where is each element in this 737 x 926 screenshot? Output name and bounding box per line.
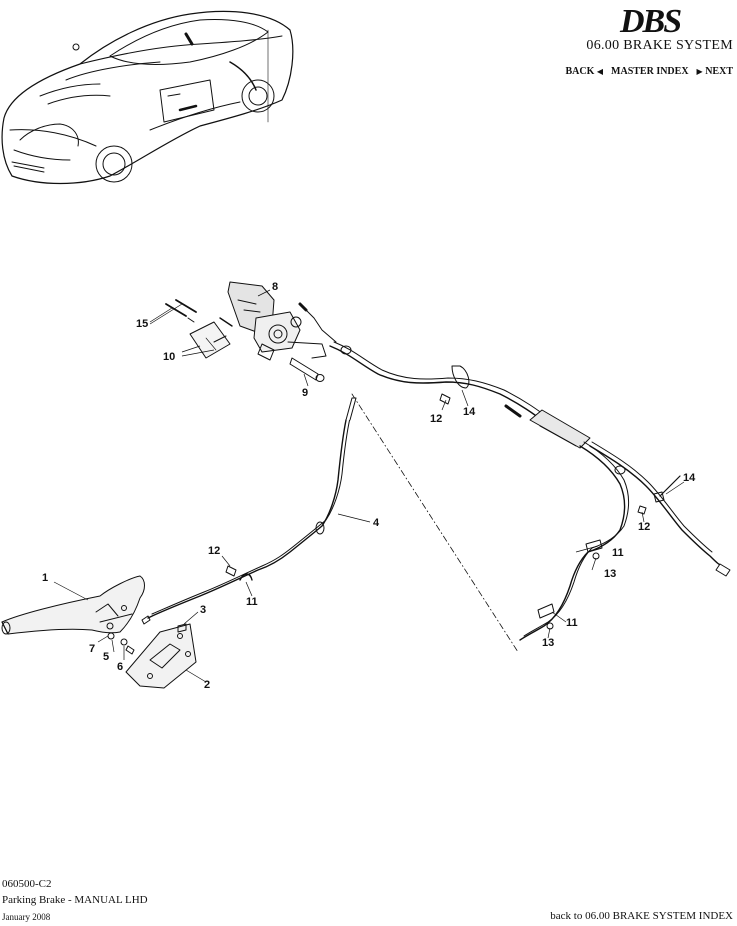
dbs-logo: DBS: [619, 3, 683, 36]
callout-14-right: 14: [683, 472, 696, 484]
handbrake-lever: [1, 575, 145, 635]
callout-12-front: 12: [208, 545, 220, 557]
callout-11-mid: 11: [612, 547, 624, 559]
document-title: Parking Brake - MANUAL LHD: [2, 894, 148, 906]
callout-14-center: 14: [463, 406, 476, 418]
next-link[interactable]: ▶ NEXT: [697, 66, 733, 77]
back-link[interactable]: BACK ◀: [565, 66, 603, 77]
nav-bar: BACK ◀ MASTER INDEX ▶ NEXT: [565, 66, 733, 77]
document-date: January 2008: [2, 912, 51, 922]
callout-13-mid: 13: [604, 568, 616, 580]
callout-10: 10: [163, 351, 175, 363]
callout-9: 9: [302, 387, 308, 399]
callout-5: 5: [103, 651, 109, 663]
section-title: 06.00 BRAKE SYSTEM: [586, 38, 733, 53]
callout-6: 6: [117, 661, 123, 673]
car-illustration: [1, 10, 294, 185]
back-arrow-icon: ◀: [596, 67, 604, 76]
caliper-assembly: [227, 281, 327, 361]
callout-11-front: 11: [246, 596, 258, 608]
back-to-index-link[interactable]: back to 06.00 BRAKE SYSTEM INDEX: [550, 910, 733, 922]
callout-12-right: 12: [638, 521, 650, 533]
next-arrow-icon: ▶: [696, 67, 703, 76]
callout-15: 15: [136, 318, 148, 330]
callout-12-center: 12: [430, 413, 442, 425]
callout-11-rear: 11: [566, 617, 578, 629]
callout-1: 1: [42, 572, 48, 584]
callout-8: 8: [272, 281, 278, 293]
callout-13-rear: 13: [542, 637, 554, 649]
logo-text: DBS: [619, 3, 681, 36]
mounting-bracket: [125, 623, 197, 689]
master-index-link[interactable]: MASTER INDEX: [611, 66, 689, 77]
back-label: BACK: [565, 66, 595, 77]
callout-3: 3: [200, 604, 206, 616]
callout-7: 7: [89, 643, 95, 655]
callout-4: 4: [373, 517, 380, 529]
document-code: 060500-C2: [2, 878, 52, 890]
next-label: NEXT: [705, 66, 733, 77]
callout-2: 2: [204, 679, 210, 691]
